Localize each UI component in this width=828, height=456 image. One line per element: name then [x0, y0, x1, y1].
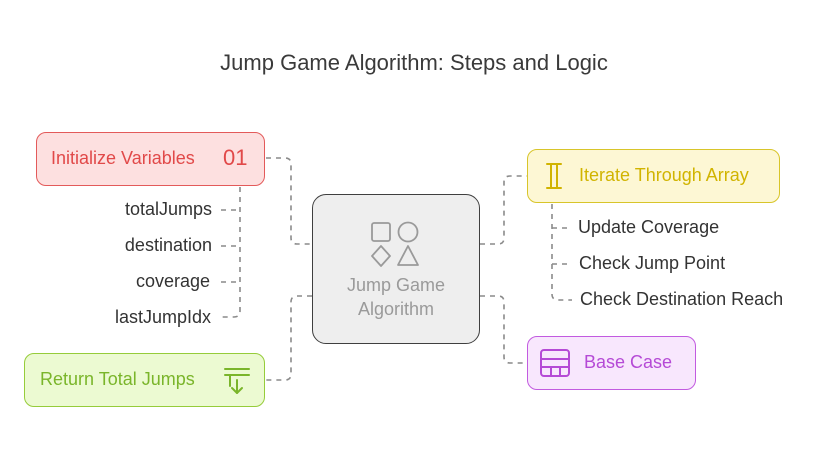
iterate-item-check-jump-point: Check Jump Point	[579, 253, 726, 273]
text-cursor-icon	[546, 163, 562, 189]
iterate-array-label: Iterate Through Array	[579, 165, 749, 185]
init-item-coverage: coverage	[135, 271, 210, 291]
numbers-01-icon: 01	[223, 145, 248, 170]
connector-init-center	[266, 157, 312, 245]
return-total-jumps-node[interactable]: Return Total Jumps	[24, 353, 265, 407]
connector-center-base	[480, 295, 527, 364]
connector-iterate-items	[551, 204, 572, 301]
center-node[interactable]: Jump Game Algorithm	[312, 194, 480, 344]
connector-center-return	[266, 295, 312, 381]
base-case-node[interactable]: Base Case	[527, 336, 696, 390]
arrow-down-to-bottom-icon	[224, 368, 250, 394]
center-label: Jump Game Algorithm	[346, 275, 446, 319]
connector-init-items	[220, 187, 241, 318]
iterate-item-check-destination: Check Destination Reach	[580, 289, 784, 309]
init-variables-label: Initialize Variables	[51, 148, 195, 168]
base-case-label: Base Case	[584, 352, 673, 372]
iterate-item-update-coverage: Update Coverage	[578, 217, 720, 237]
iterate-array-node[interactable]: Iterate Through Array	[527, 149, 780, 203]
init-item-totaljumps: totalJumps	[124, 199, 212, 219]
table-layout-icon	[540, 349, 570, 377]
init-item-lastjumpidx: lastJumpIdx	[114, 307, 211, 327]
init-item-destination: destination	[124, 235, 212, 255]
connector-center-iterate	[480, 175, 527, 245]
diagram-title: Jump Game Algorithm: Steps and Logic	[220, 50, 608, 75]
shapes-icon	[371, 221, 419, 267]
return-total-jumps-label: Return Total Jumps	[40, 369, 195, 389]
init-variables-node[interactable]: Initialize Variables 01	[36, 132, 265, 186]
